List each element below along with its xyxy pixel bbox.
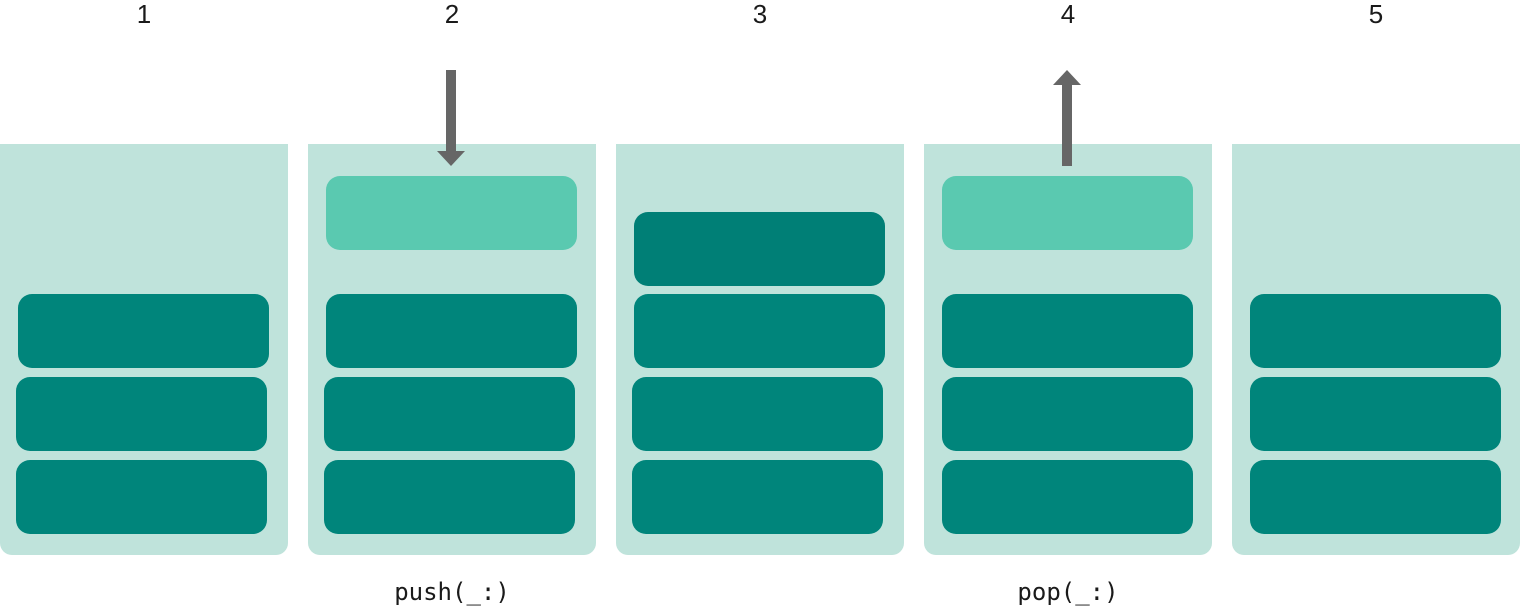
step-number-3: 3 [752, 0, 768, 29]
step-number-2: 2 [444, 0, 460, 29]
stack-container-3 [616, 144, 904, 555]
step-number-5: 5 [1368, 0, 1384, 29]
stack-item [632, 460, 883, 534]
up-arrow-icon [1053, 70, 1081, 166]
stack-item [942, 294, 1193, 368]
stack-container-1 [0, 144, 288, 555]
stack-container-4 [924, 144, 1212, 555]
up-arrow-shaft [1062, 84, 1072, 166]
stack-container-2 [308, 144, 596, 555]
pop-operation-label: pop(_:) [1017, 578, 1119, 606]
step-number-4: 4 [1060, 0, 1076, 29]
stack-item [18, 294, 269, 368]
pushed-item [326, 176, 577, 250]
down-arrow-head [437, 151, 465, 166]
stack-container-5 [1232, 144, 1520, 555]
stack-item [1250, 294, 1501, 368]
stack-item [1250, 377, 1501, 451]
stack-item [16, 460, 267, 534]
top-item [634, 212, 885, 286]
down-arrow-icon [437, 70, 465, 166]
stack-item [942, 460, 1193, 534]
up-arrow-head [1053, 70, 1081, 85]
stack-item [326, 294, 577, 368]
stack-item [634, 294, 885, 368]
stack-item [942, 377, 1193, 451]
stack-item [632, 377, 883, 451]
stack-item [1250, 460, 1501, 534]
step-number-1: 1 [136, 0, 152, 29]
stack-item [16, 377, 267, 451]
stack-item [324, 377, 575, 451]
down-arrow-shaft [446, 70, 456, 152]
push-operation-label: push(_:) [394, 578, 510, 606]
stack-item [324, 460, 575, 534]
popped-item [942, 176, 1193, 250]
